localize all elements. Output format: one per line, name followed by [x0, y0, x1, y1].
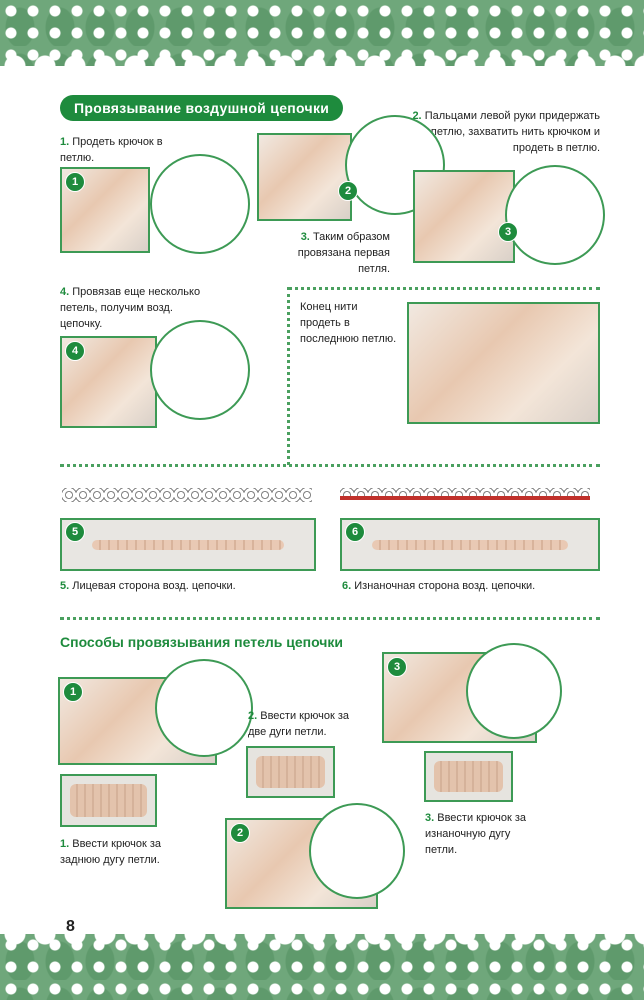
method-1-caption: 1. Ввести крючок за заднюю дугу петли.	[60, 838, 161, 866]
step-2-caption: 2. Пальцами левой руки придержать петлю,…	[412, 110, 600, 154]
method-3-diagram	[466, 643, 562, 739]
section-2-title: Способы провязывания петель цепочки	[60, 634, 344, 650]
page-number: 8	[66, 918, 75, 935]
step-badge: 3	[498, 222, 518, 242]
step-2-photo	[257, 133, 352, 221]
section-title: Провязывание воздушной цепочки	[60, 95, 344, 121]
front-side-caption: 5. Лицевая сторона возд. цепочки.	[60, 580, 236, 592]
chain-photo-front	[60, 518, 316, 571]
end-note-caption: Конец нити продеть в последнюю петлю.	[300, 301, 397, 345]
back-side-caption: 6. Изнаночная сторона возд. цепочки.	[342, 580, 536, 592]
divider	[288, 287, 600, 290]
end-note-photo	[407, 302, 600, 424]
method-2-caption: 2. Ввести крючок за две дуги петли.	[248, 710, 349, 738]
step-1-diagram	[150, 154, 250, 254]
step-4-caption: 4. Провязав еще несколько петель, получи…	[60, 286, 201, 330]
divider	[60, 464, 600, 467]
step-badge: 2	[230, 823, 250, 843]
method-3-caption: 3. Ввести крючок за изнаночную дугу петл…	[425, 812, 526, 856]
step-badge: 6	[345, 522, 365, 542]
method-1-swatch	[60, 774, 157, 827]
step-badge: 4	[65, 341, 85, 361]
step-badge: 1	[63, 682, 83, 702]
step-3-caption: 3. Таким образом провязана первая петля.	[297, 231, 390, 275]
step-badge: 3	[387, 657, 407, 677]
lace-border-top	[0, 0, 644, 66]
method-3-swatch	[424, 751, 513, 802]
step-badge: 1	[65, 172, 85, 192]
step-badge: 2	[338, 181, 358, 201]
chain-diagram-front	[62, 488, 312, 502]
chain-photo-back	[340, 518, 600, 571]
step-4-diagram	[150, 320, 250, 420]
method-2-diagram	[309, 803, 405, 899]
step-badge: 5	[65, 522, 85, 542]
divider	[60, 617, 600, 620]
vertical-divider	[287, 287, 290, 465]
method-1-diagram	[155, 659, 253, 757]
method-2-swatch	[246, 746, 335, 798]
step-1-caption: 1. Продеть крючок в петлю.	[60, 136, 163, 164]
step-3-diagram	[505, 165, 605, 265]
lace-border-bottom	[0, 934, 644, 1000]
step-3-photo	[413, 170, 515, 263]
chain-diagram-back	[340, 488, 590, 500]
